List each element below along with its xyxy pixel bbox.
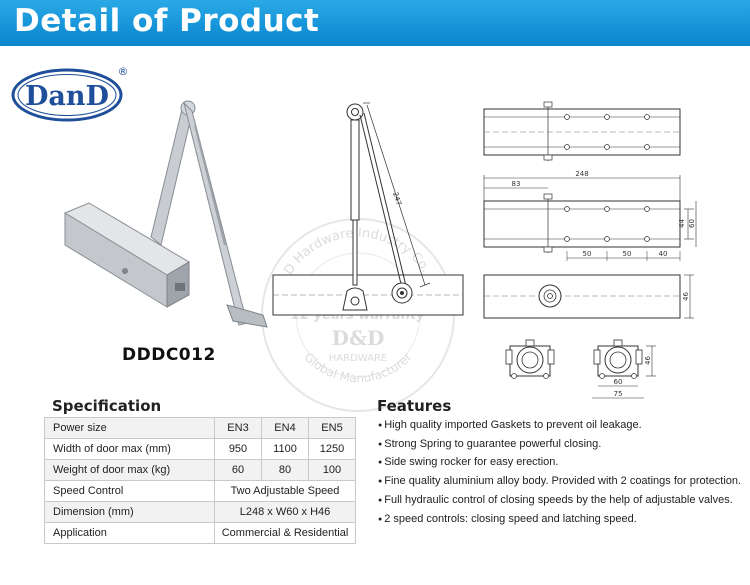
arm-dimension-label: 247 <box>391 191 403 206</box>
spec-label: Power size <box>44 417 215 439</box>
page-title: Detail of Product <box>14 3 320 39</box>
table-row: Weight of door max (kg) 60 80 100 <box>44 459 356 481</box>
model-number: DDDC012 <box>122 345 216 365</box>
watermark-brand: D&D <box>332 326 385 350</box>
spec-value: EN3 <box>214 417 262 439</box>
list-item: Strong Spring to guarantee powerful clos… <box>378 437 743 453</box>
specification-title: Specification <box>52 397 162 415</box>
spec-value: 1250 <box>308 438 356 460</box>
spec-value: 60 <box>214 459 262 481</box>
spec-value: EN5 <box>308 417 356 439</box>
height-label: 46 <box>682 292 690 301</box>
specification-table: Power size EN3 EN4 EN5 Width of door max… <box>44 417 356 544</box>
list-item: Full hydraulic control of closing speeds… <box>378 493 743 509</box>
side-view-drawing: 247 <box>272 102 464 316</box>
list-item: Side swing rocker for easy erection. <box>378 455 743 471</box>
spec-label: Speed Control <box>44 480 215 502</box>
spec-value: EN4 <box>261 417 309 439</box>
registered-mark: ® <box>118 65 129 78</box>
spec-value: L248 x W60 x H46 <box>214 501 356 523</box>
header-banner: Detail of Product <box>0 0 750 46</box>
spec-value: 100 <box>308 459 356 481</box>
spec-label: Width of door max (mm) <box>44 438 215 460</box>
brand-logo: DanD ® <box>11 65 129 122</box>
table-row: Application Commercial & Residential <box>44 522 356 544</box>
spec-value: Commercial & Residential <box>214 522 356 544</box>
offset-label: 83 <box>512 180 521 188</box>
spec-value: Two Adjustable Speed <box>214 480 356 502</box>
spec-value: 1100 <box>261 438 309 460</box>
table-row: Speed Control Two Adjustable Speed <box>44 480 356 502</box>
overall-length-label: 248 <box>575 170 588 178</box>
hole-gap-label: 44 <box>678 219 686 228</box>
table-row: Dimension (mm) L248 x W60 x H46 <box>44 501 356 523</box>
product-photo <box>63 100 268 328</box>
spacing-2-label: 50 <box>623 250 632 258</box>
table-row: Width of door max (mm) 950 1100 1250 <box>44 438 356 460</box>
list-item: High quality imported Gaskets to prevent… <box>378 418 743 434</box>
spec-value: 80 <box>261 459 309 481</box>
end-views-drawing: 46 60 75 <box>505 339 656 399</box>
width-label: 60 <box>688 219 696 228</box>
spacing-1-label: 50 <box>583 250 592 258</box>
spec-label: Application <box>44 522 215 544</box>
watermark-sub: HARDWARE <box>329 353 387 364</box>
end-height-label: 46 <box>644 356 652 365</box>
spacing-3-label: 40 <box>659 250 668 258</box>
end-width-1-label: 60 <box>614 378 623 386</box>
features-list: High quality imported Gaskets to prevent… <box>378 418 743 530</box>
technical-drawing: 248 83 44 60 50 50 40 46 <box>483 101 697 319</box>
spec-label: Dimension (mm) <box>44 501 215 523</box>
spec-value: 950 <box>214 438 262 460</box>
list-item: Fine quality aluminium alloy body. Provi… <box>378 474 743 490</box>
list-item: 2 speed controls: closing speed and latc… <box>378 512 743 528</box>
features-title: Features <box>377 397 452 415</box>
end-width-2-label: 75 <box>614 390 623 398</box>
logo-text: DanD <box>25 81 109 112</box>
table-row: Power size EN3 EN4 EN5 <box>44 417 356 439</box>
spec-label: Weight of door max (kg) <box>44 459 215 481</box>
